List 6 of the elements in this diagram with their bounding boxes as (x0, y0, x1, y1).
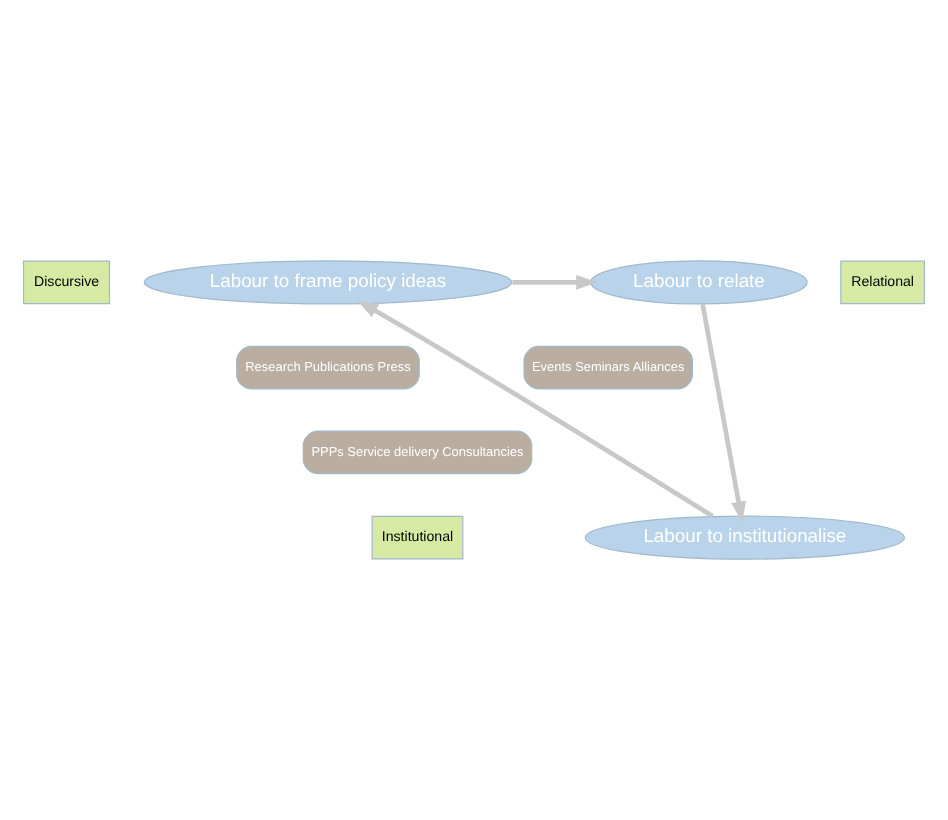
node-ellipse: Labour to institutionalise (584, 515, 906, 560)
node-ellipse: Labour to relate (590, 260, 808, 305)
arrow (512, 274, 598, 290)
arrow (700, 303, 746, 523)
arrow (357, 300, 714, 519)
node-ellipse: Labour to frame policy ideas (143, 260, 513, 305)
